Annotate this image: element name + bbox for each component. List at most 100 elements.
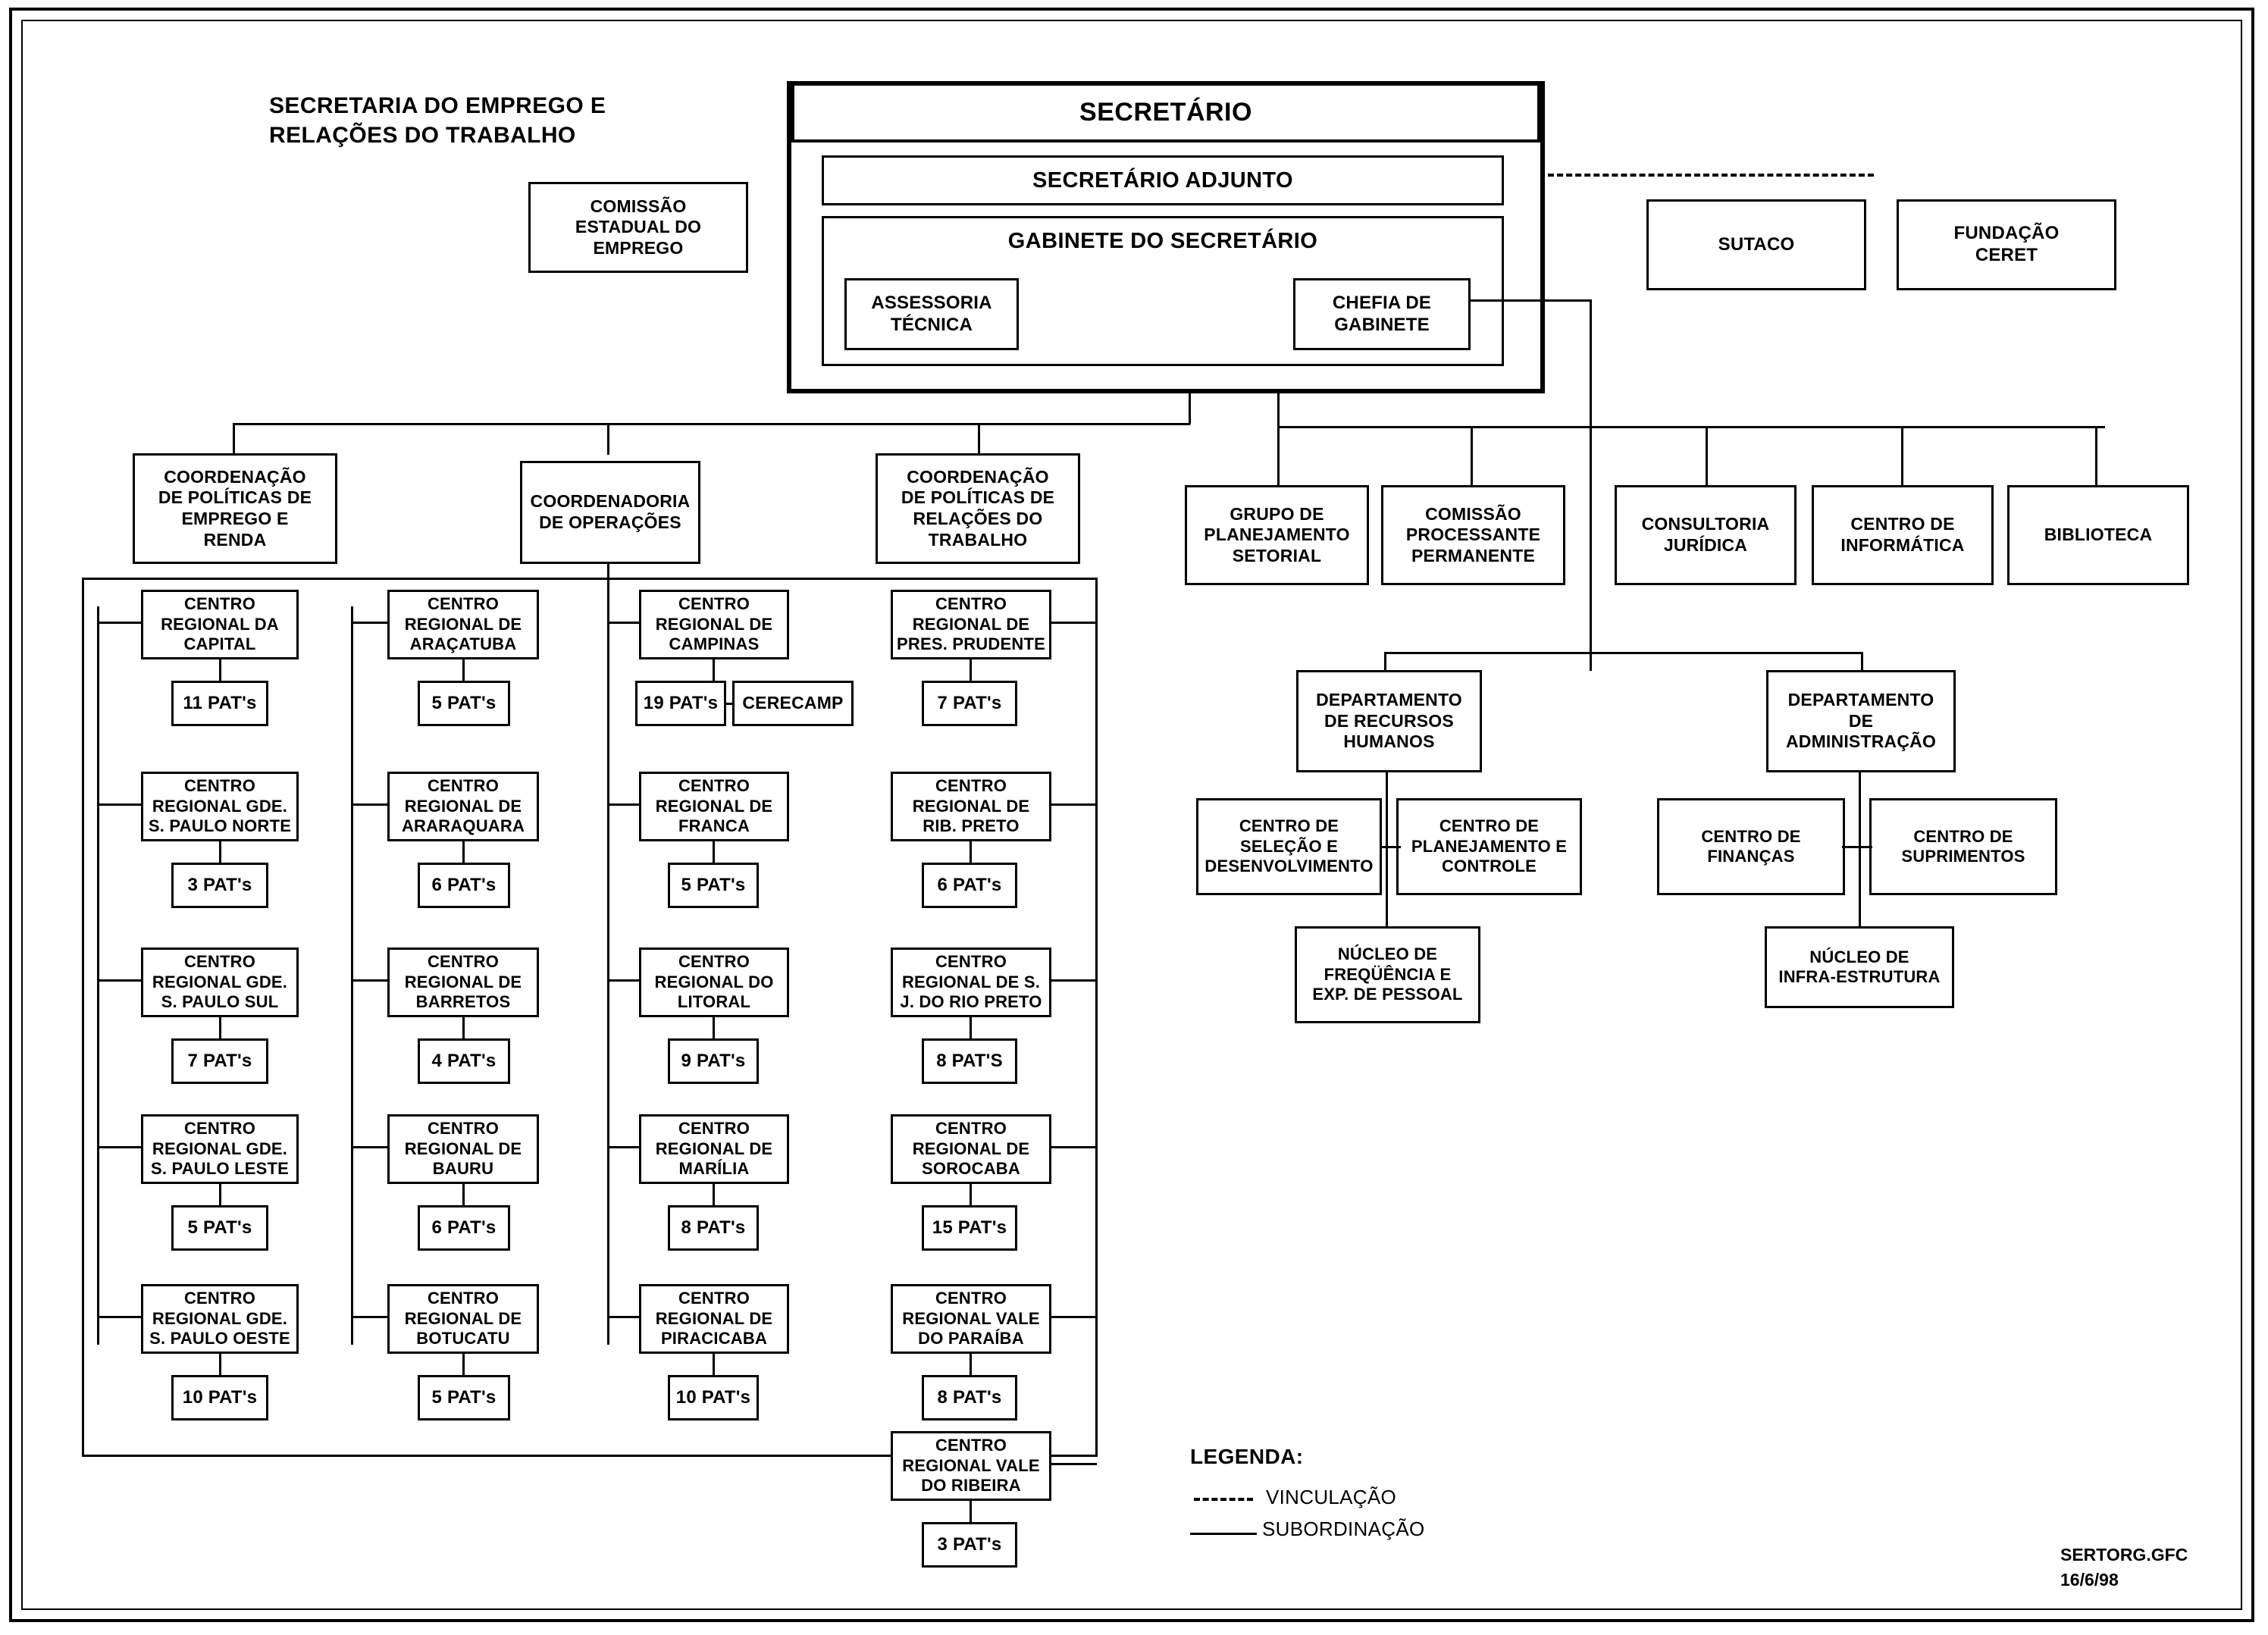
legend-vinculacao-label: VINCULAÇÃO xyxy=(1266,1486,1397,1508)
adm-side-link xyxy=(1842,846,1872,848)
col3-stub-3 xyxy=(607,979,641,982)
col3-stub-5 xyxy=(607,1316,641,1318)
box-pats-sorocaba[interactable]: 15 PAT's xyxy=(922,1205,1017,1251)
col3-c3-pat-link xyxy=(713,1017,715,1038)
box-pats-botucatu[interactable]: 5 PAT's xyxy=(418,1375,510,1420)
box-pats-sp-oeste[interactable]: 10 PAT's xyxy=(171,1375,268,1420)
col2-stub-5 xyxy=(351,1316,389,1318)
box-pats-vale-paraiba[interactable]: 8 PAT's xyxy=(922,1375,1017,1420)
box-pats-sj-rio-preto[interactable]: 8 PAT'S xyxy=(922,1038,1017,1084)
col1-c2-pat-link xyxy=(219,841,221,863)
col4-c5-pat-link xyxy=(970,1354,972,1375)
coord-operacoes-down xyxy=(607,564,609,579)
drop-staff-3 xyxy=(1706,426,1708,487)
box-cerecamp[interactable]: CERECAMP xyxy=(732,681,854,726)
col1-c5-pat-link xyxy=(219,1354,221,1375)
box-pats-pres-prudente[interactable]: 7 PAT's xyxy=(922,681,1017,726)
box-gabinete-do-secretario[interactable]: GABINETE DO SECRETÁRIO xyxy=(822,216,1504,366)
staff-trunk-h xyxy=(1277,426,2105,428)
box-pats-sp-norte[interactable]: 3 PAT's xyxy=(171,863,268,908)
box-pats-litoral[interactable]: 9 PAT's xyxy=(668,1038,759,1084)
box-pats-franca[interactable]: 5 PAT's xyxy=(668,863,759,908)
box-pats-vale-ribeira[interactable]: 3 PAT's xyxy=(922,1522,1017,1568)
adm-vertical xyxy=(1859,772,1861,947)
box-biblioteca[interactable]: BIBLIOTECA xyxy=(2007,485,2189,585)
box-pats-sp-sul[interactable]: 7 PAT's xyxy=(171,1038,268,1084)
col1-stub-2 xyxy=(97,803,143,806)
box-pats-barretos[interactable]: 4 PAT's xyxy=(418,1038,510,1084)
box-pats-araraquara[interactable]: 6 PAT's xyxy=(418,863,510,908)
box-secretario-adjunto[interactable]: SECRETÁRIO ADJUNTO xyxy=(822,155,1504,205)
box-secretario[interactable]: SECRETÁRIO xyxy=(791,86,1540,143)
col3-stub-1 xyxy=(607,622,641,624)
col2-c2-pat-link xyxy=(462,841,465,863)
footer-date: 16/6/98 xyxy=(2060,1570,2119,1590)
col3-c4-pat-link xyxy=(713,1184,715,1205)
box-pats-aracatuba[interactable]: 5 PAT's xyxy=(418,681,510,726)
box-pats-marilia[interactable]: 8 PAT's xyxy=(668,1205,759,1251)
col4-c3-pat-link xyxy=(970,1017,972,1038)
rh-side-link xyxy=(1380,846,1401,848)
col2-c4-pat-link xyxy=(462,1184,465,1205)
col2-stub-3 xyxy=(351,979,389,982)
col4-stub-5 xyxy=(1050,1316,1097,1318)
col4-stub-4 xyxy=(1050,1146,1097,1148)
col2-c5-pat-link xyxy=(462,1354,465,1375)
box-pats-campinas[interactable]: 19 PAT's xyxy=(635,681,726,726)
box-pats-piracicaba[interactable]: 10 PAT's xyxy=(668,1375,759,1420)
box-sutaco[interactable]: SUTACO xyxy=(1646,199,1866,290)
col3-c5-pat-link xyxy=(713,1354,715,1375)
legend-subordinacao-label: SUBORDINAÇÃO xyxy=(1262,1518,1425,1540)
legend-subordinacao-line xyxy=(1190,1533,1257,1535)
outer-frame xyxy=(9,8,2254,1622)
dept-adm-drop xyxy=(1861,652,1863,671)
box-pats-bauru[interactable]: 6 PAT's xyxy=(418,1205,510,1251)
gabinete-label: GABINETE DO SECRETÁRIO xyxy=(1007,229,1318,253)
box-pats-rib-preto[interactable]: 6 PAT's xyxy=(922,863,1017,908)
box-pats-capital[interactable]: 11 PAT's xyxy=(171,681,268,726)
page-title-line2: RELAÇÕES DO TRABALHO xyxy=(269,123,576,148)
box-pats-sp-leste[interactable]: 5 PAT's xyxy=(171,1205,268,1251)
